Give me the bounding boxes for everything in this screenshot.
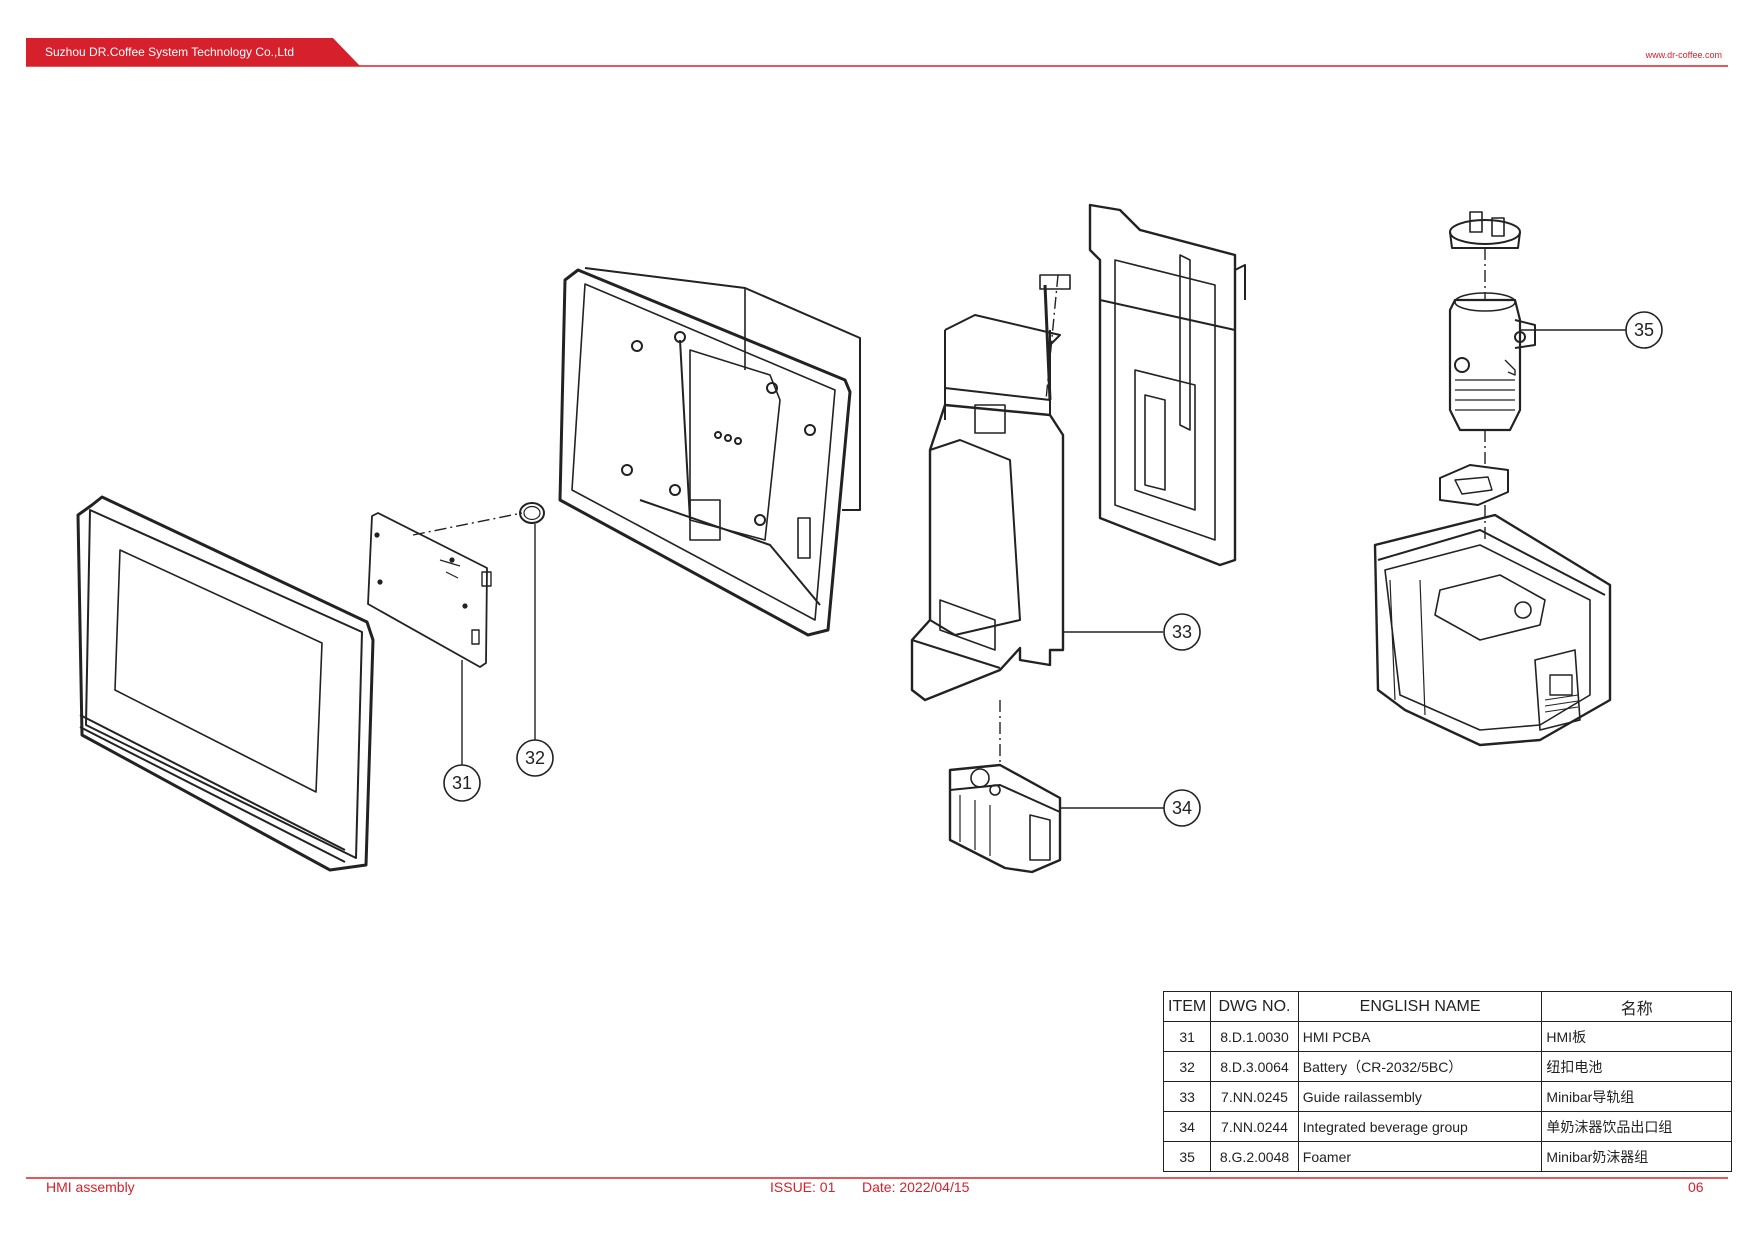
footer-date: Date: 2022/04/15 (862, 1179, 970, 1195)
english-name-cell: Foamer (1297, 1141, 1543, 1172)
footer-page-number: 06 (1688, 1179, 1704, 1195)
item-cell: 32 (1162, 1051, 1212, 1082)
english-name-cell: Battery（CR-2032/5BC） (1297, 1051, 1543, 1082)
table-row: 31 8.D.1.0030 HMI PCBA HMI板 (1162, 1021, 1732, 1052)
callout-33-circle (1163, 613, 1201, 651)
header-english-name: ENGLISH NAME (1297, 991, 1543, 1022)
hmi-display-panel (76, 495, 375, 872)
callout-34-circle (1163, 789, 1201, 827)
dwg-cell: 7.NN.0244 (1210, 1111, 1299, 1142)
foamer-assembly (1439, 211, 1536, 506)
guide-rail-assembly (910, 274, 1071, 702)
parts-list-table: ITEM DWG NO. ENGLISH NAME 名称 31 8.D.1.00… (1162, 991, 1732, 1172)
item-cell: 34 (1162, 1111, 1212, 1142)
callout-31-circle (443, 764, 481, 802)
callout-32: 32 (525, 748, 545, 768)
rear-housing (558, 267, 861, 637)
dwg-cell: 8.G.2.0048 (1210, 1141, 1299, 1172)
callout-32-circle (516, 739, 554, 777)
english-name-cell: HMI PCBA (1297, 1021, 1543, 1052)
chinese-name-cell: Minibar奶沫器组 (1541, 1141, 1732, 1172)
header-dwg-no: DWG NO. (1210, 991, 1299, 1022)
chinese-name-cell: 纽扣电池 (1541, 1051, 1732, 1082)
table-row: 34 7.NN.0244 Integrated beverage group 单… (1162, 1111, 1732, 1142)
item-cell: 31 (1162, 1021, 1212, 1052)
table-header-row: ITEM DWG NO. ENGLISH NAME 名称 (1162, 991, 1732, 1022)
dwg-cell: 8.D.3.0064 (1210, 1051, 1299, 1082)
rail-frame (1088, 203, 1246, 567)
callout-balloons (443, 311, 1663, 827)
english-name-cell: Guide railassembly (1297, 1081, 1543, 1112)
milk-container (1373, 513, 1612, 747)
integrated-beverage-group (948, 763, 1062, 874)
callout-35-circle (1625, 311, 1663, 349)
item-cell: 33 (1162, 1081, 1212, 1112)
item-cell: 35 (1162, 1141, 1212, 1172)
table-row: 32 8.D.3.0064 Battery（CR-2032/5BC） 纽扣电池 (1162, 1051, 1732, 1082)
callout-35: 35 (1634, 320, 1654, 340)
hmi-pcba-board (367, 512, 492, 668)
table-row: 35 8.G.2.0048 Foamer Minibar奶沫器组 (1162, 1141, 1732, 1172)
company-name: Suzhou DR.Coffee System Technology Co.,L… (45, 45, 295, 59)
callout-34: 34 (1172, 798, 1192, 818)
header-chinese-name: 名称 (1541, 991, 1732, 1022)
dwg-cell: 8.D.1.0030 (1210, 1021, 1299, 1052)
english-name-cell: Integrated beverage group (1297, 1111, 1543, 1142)
coin-battery (519, 502, 545, 524)
chinese-name-cell: Minibar导轨组 (1541, 1081, 1732, 1112)
header-banner (26, 38, 1728, 67)
footer-title: HMI assembly (46, 1179, 135, 1195)
chinese-name-cell: HMI板 (1541, 1021, 1732, 1052)
assembly-axes (412, 248, 1486, 765)
dwg-cell: 7.NN.0245 (1210, 1081, 1299, 1112)
callout-31: 31 (452, 773, 472, 793)
callout-33: 33 (1172, 622, 1192, 642)
leader-lines (461, 329, 1626, 809)
table-row: 33 7.NN.0245 Guide railassembly Minibar导… (1162, 1081, 1732, 1112)
footer-rule (26, 1177, 1728, 1179)
header-item: ITEM (1162, 991, 1212, 1022)
footer-issue: ISSUE: 01 (770, 1179, 836, 1195)
company-url[interactable]: www.dr-coffee.com (1645, 50, 1722, 60)
chinese-name-cell: 单奶沫器饮品出口组 (1541, 1111, 1732, 1142)
